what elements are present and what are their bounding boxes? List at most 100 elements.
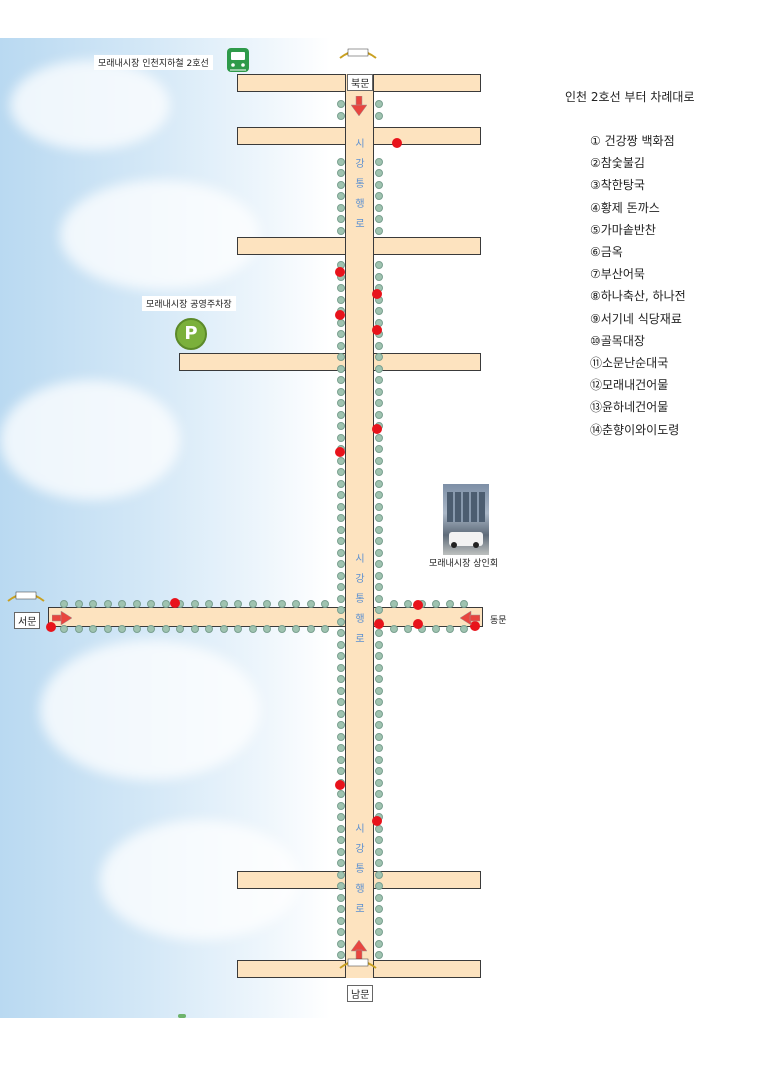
plant-decoration	[375, 847, 383, 856]
plant-decoration	[132, 625, 141, 633]
plant-decoration	[337, 629, 345, 637]
shop-marker[interactable]	[46, 622, 56, 632]
shop-marker[interactable]	[413, 619, 423, 629]
plant-decoration	[375, 364, 383, 373]
merchants-building-photo[interactable]	[443, 484, 489, 557]
plant-decoration	[277, 625, 286, 633]
plant-decoration	[292, 625, 300, 633]
plant-decoration	[375, 433, 383, 442]
gate-west-label[interactable]: 서문	[14, 612, 41, 629]
plant-decoration	[337, 698, 345, 706]
plant-decoration	[205, 625, 213, 633]
shop-marker[interactable]	[170, 598, 180, 608]
plant-decoration	[292, 600, 300, 608]
plant-decoration	[118, 625, 126, 633]
gate-south-label[interactable]: 남문	[347, 985, 374, 1002]
plant-decoration	[375, 387, 383, 396]
shop-marker[interactable]	[374, 619, 384, 629]
plant-decoration	[337, 905, 345, 913]
legend-item: ⑪소문난순대국	[590, 356, 669, 370]
shop-marker[interactable]	[392, 138, 402, 148]
gate-sign-south	[338, 955, 378, 969]
plant-decoration	[176, 625, 184, 633]
shop-marker[interactable]	[372, 325, 382, 335]
plant-decoration	[375, 514, 383, 522]
plant-decoration	[321, 625, 329, 633]
plant-decoration	[234, 600, 242, 608]
legend-item: ① 건강짱 백화점	[590, 134, 675, 148]
plant-decoration	[161, 625, 170, 633]
legend-item: ⑨서기네 식당재료	[590, 311, 682, 326]
plant-decoration	[375, 893, 383, 902]
plant-decoration	[337, 491, 345, 499]
plant-decoration	[375, 226, 383, 235]
legend-item: ②참숯불김	[590, 156, 645, 171]
plant-decoration	[337, 410, 345, 419]
shop-marker[interactable]	[372, 816, 382, 826]
parking-icon[interactable]: P	[175, 318, 207, 350]
plant-decoration	[337, 376, 345, 384]
plant-decoration	[337, 548, 345, 557]
plant-decoration	[375, 916, 383, 925]
plant-decoration	[337, 353, 345, 361]
shop-marker[interactable]	[335, 447, 345, 457]
plant-decoration	[375, 215, 383, 223]
plant-decoration	[375, 192, 383, 200]
plant-decoration	[337, 525, 345, 534]
subway-train-icon[interactable]	[226, 47, 250, 73]
plant-decoration	[375, 721, 383, 729]
plant-decoration	[132, 600, 141, 608]
plant-decoration	[375, 732, 383, 741]
plant-decoration	[390, 625, 398, 633]
shop-marker[interactable]	[335, 780, 345, 790]
plant-decoration	[219, 625, 228, 633]
gate-north-label[interactable]: 북문	[347, 74, 374, 91]
gate-east-label[interactable]: 동문	[490, 616, 507, 626]
plant-decoration	[375, 537, 383, 545]
plant-decoration	[375, 261, 383, 269]
cloud	[0, 380, 180, 500]
merchants-association-label: 모래내시장 상인회	[425, 555, 503, 570]
plant-decoration	[337, 387, 345, 396]
plant-decoration	[263, 600, 271, 608]
plant-decoration	[375, 836, 383, 844]
plant-decoration	[375, 583, 383, 591]
plant-decoration	[306, 625, 315, 633]
plant-decoration	[375, 479, 383, 488]
plant-decoration	[60, 600, 68, 608]
plant-decoration	[337, 652, 345, 660]
plant-decoration	[375, 548, 383, 557]
plant-decoration	[337, 732, 345, 741]
shop-marker[interactable]	[413, 600, 423, 610]
shop-marker[interactable]	[470, 621, 480, 631]
plant-decoration	[118, 600, 126, 608]
plant-decoration	[337, 433, 345, 442]
plant-decoration	[375, 698, 383, 706]
plant-decoration	[337, 836, 345, 844]
plant-decoration	[375, 502, 383, 511]
legend-item: ④황제 돈까스	[590, 200, 660, 215]
plant-decoration	[263, 625, 271, 633]
legend-item: ⑩골목대장	[590, 333, 645, 348]
plant-decoration	[375, 341, 383, 350]
plant-decoration	[375, 790, 383, 798]
shop-marker[interactable]	[372, 424, 382, 434]
plant-decoration	[147, 625, 155, 633]
plant-decoration	[74, 600, 83, 608]
cloud	[60, 180, 260, 290]
plant-decoration	[375, 640, 383, 649]
plant-decoration	[89, 625, 97, 633]
plant-decoration	[337, 226, 345, 235]
plant-decoration	[337, 203, 345, 212]
plant-decoration	[337, 675, 345, 683]
plant-decoration	[337, 893, 345, 902]
gate-sign-west	[6, 588, 46, 602]
shop-marker[interactable]	[335, 267, 345, 277]
main-road	[345, 74, 374, 978]
shop-marker[interactable]	[335, 310, 345, 320]
plant-decoration	[321, 600, 329, 608]
shop-marker[interactable]	[372, 289, 382, 299]
cloud	[40, 640, 260, 780]
plant-decoration	[337, 479, 345, 488]
plant-decoration	[306, 600, 315, 608]
